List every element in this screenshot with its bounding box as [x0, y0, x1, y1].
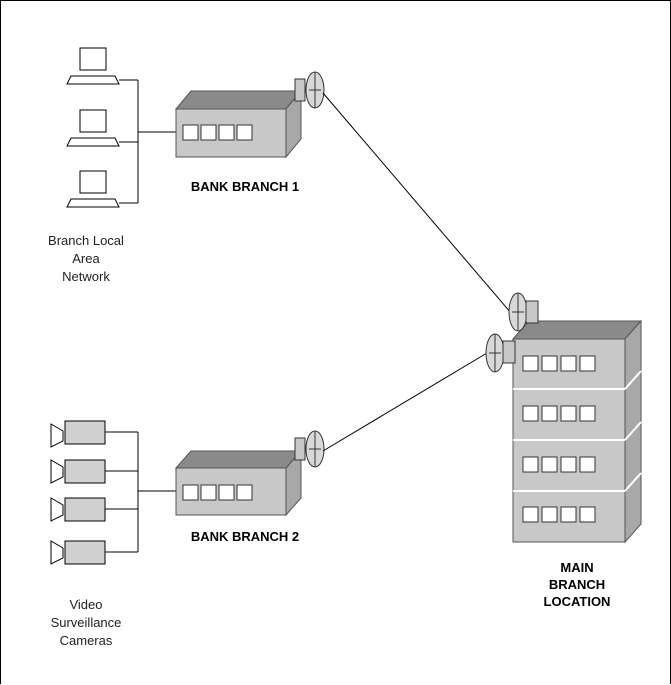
main-branch-label-line3: LOCATION: [544, 594, 611, 609]
cam-label-line2: Surveillance: [51, 615, 122, 630]
main-branch-label-line1: MAIN: [560, 560, 593, 575]
bank-branch-1-building: [174, 89, 303, 159]
computer-icon: [66, 109, 120, 147]
lan-label-line1: Branch Local: [48, 233, 124, 248]
computer-icon: [66, 170, 120, 208]
main-branch-label-line2: BRANCH: [549, 577, 605, 592]
wireless-links: [322, 92, 512, 452]
lan-label-line2: Area: [72, 251, 100, 266]
bank-branch-2-label: BANK BRANCH 2: [191, 529, 299, 544]
cameras-group: [50, 420, 176, 565]
satellite-dish-icon: [485, 333, 516, 373]
video-camera-icon: [50, 420, 106, 448]
video-camera-icon: [50, 540, 106, 565]
cam-label-line1: Video: [69, 597, 102, 612]
video-camera-icon: [50, 459, 106, 484]
computer-icon: [66, 47, 120, 85]
bank-branch-1-label: BANK BRANCH 1: [191, 179, 299, 194]
satellite-dish-icon: [294, 71, 325, 109]
satellite-dish-icon: [294, 430, 325, 468]
satellite-dish-icon: [508, 292, 539, 332]
computers-group: [66, 47, 176, 208]
lan-label-line3: Network: [62, 269, 110, 284]
video-camera-icon: [50, 497, 106, 522]
bank-branch-2-building: [174, 449, 303, 517]
main-branch-building: [511, 319, 643, 544]
cam-label-line3: Cameras: [60, 633, 113, 648]
